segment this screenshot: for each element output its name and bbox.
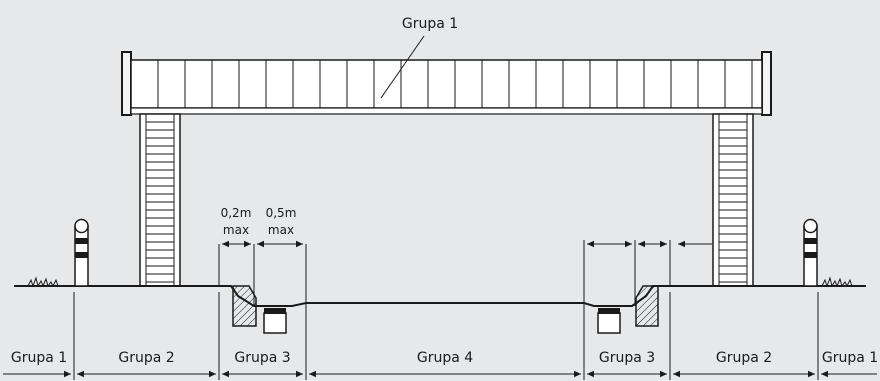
gantry-lower-beam bbox=[130, 107, 763, 115]
clearance-b-note: max bbox=[268, 223, 294, 237]
gantry-end-cap-right bbox=[761, 51, 772, 116]
zone-labels: Grupa 1 Grupa 2 Grupa 3 Grupa 4 Grupa 3 Grupa… bbox=[11, 350, 878, 366]
zone-label: Grupa 1 bbox=[822, 350, 878, 366]
gantry: Grupa 1 bbox=[121, 16, 772, 287]
gantry-truss bbox=[130, 59, 763, 109]
drain-left bbox=[263, 308, 287, 334]
curb-right bbox=[635, 285, 659, 327]
gantry-end-cap-left bbox=[121, 51, 132, 116]
right-leg-rungs bbox=[719, 121, 747, 283]
zone-label: Grupa 2 bbox=[118, 350, 174, 366]
zone-dividers bbox=[3, 292, 877, 380]
curb-left bbox=[232, 285, 257, 327]
clearance-b-value: 0,5m bbox=[266, 206, 297, 220]
clearance-a-value: 0,2m bbox=[221, 206, 252, 220]
left-support-leg bbox=[139, 113, 181, 287]
zone-label: Grupa 1 bbox=[11, 350, 67, 366]
gantry-truss-dividers bbox=[157, 60, 753, 108]
zone-label: Grupa 4 bbox=[417, 350, 473, 366]
top-group-leader bbox=[380, 35, 425, 99]
post-left bbox=[74, 218, 89, 287]
left-leg-rungs bbox=[146, 121, 174, 283]
top-group-label: Grupa 1 bbox=[402, 16, 458, 32]
clearance-left: 0,2m max 0,5m max bbox=[218, 206, 307, 306]
zone-label: Grupa 3 bbox=[234, 350, 290, 366]
drain-right bbox=[597, 308, 621, 334]
zone-label: Grupa 3 bbox=[599, 350, 655, 366]
right-support-leg bbox=[712, 113, 754, 287]
grass-right bbox=[821, 276, 853, 288]
grass-left bbox=[27, 276, 59, 288]
post-right bbox=[803, 218, 818, 287]
zone-label: Grupa 2 bbox=[716, 350, 772, 366]
clearance-a-note: max bbox=[223, 223, 249, 237]
